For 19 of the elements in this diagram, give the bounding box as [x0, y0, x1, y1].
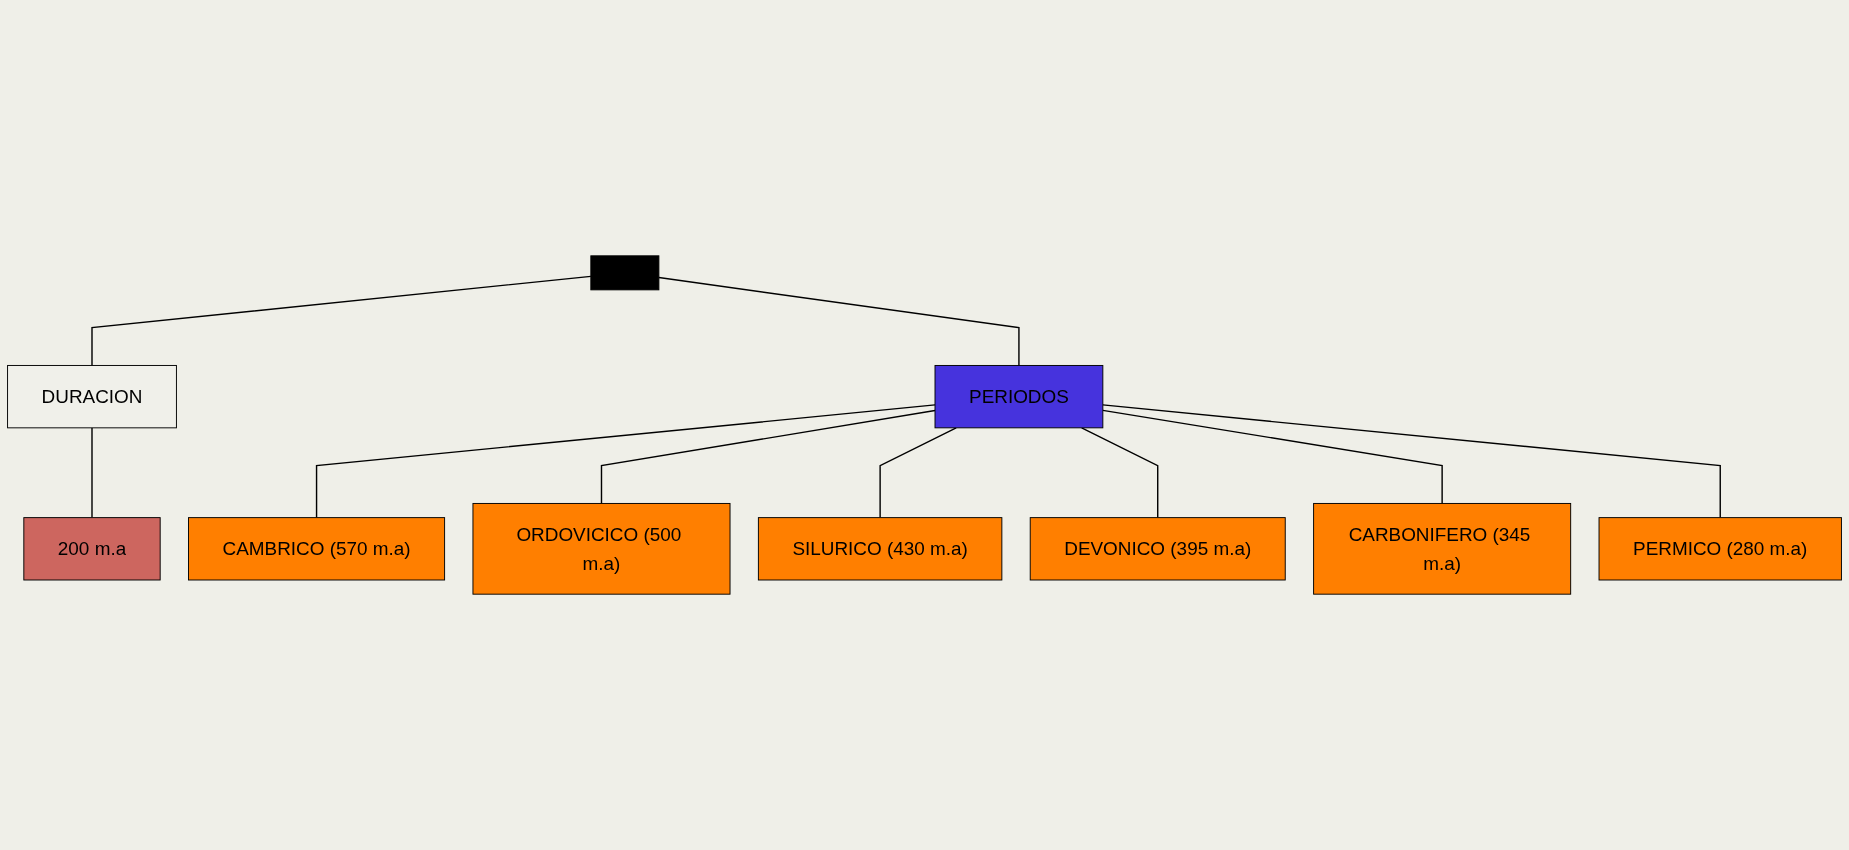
connector: [1102, 409, 1443, 505]
node-box: SILURICO (430 m.a): [757, 517, 1003, 581]
node-box: PERMICO (280 m.a): [1598, 517, 1842, 581]
connector: [600, 409, 936, 505]
node-box: 200 m.a: [23, 517, 161, 581]
node-box: CARBONIFERO (345 m.a): [1313, 502, 1572, 595]
node-box: DEVONICO (395 m.a): [1029, 517, 1286, 581]
node-box: DURACION: [7, 365, 177, 429]
connector: [91, 427, 93, 519]
connector: [1080, 427, 1159, 519]
connector: [315, 404, 936, 519]
node-box: PERIODOS: [934, 365, 1104, 429]
connector: [658, 276, 1020, 367]
node-bar: [590, 255, 660, 291]
node-box: CAMBRICO (570 m.a): [188, 517, 446, 581]
connector: [91, 275, 592, 367]
node-box: ORDOVICICO (500 m.a): [472, 502, 731, 595]
connector: [879, 427, 957, 519]
connector: [1102, 404, 1721, 519]
